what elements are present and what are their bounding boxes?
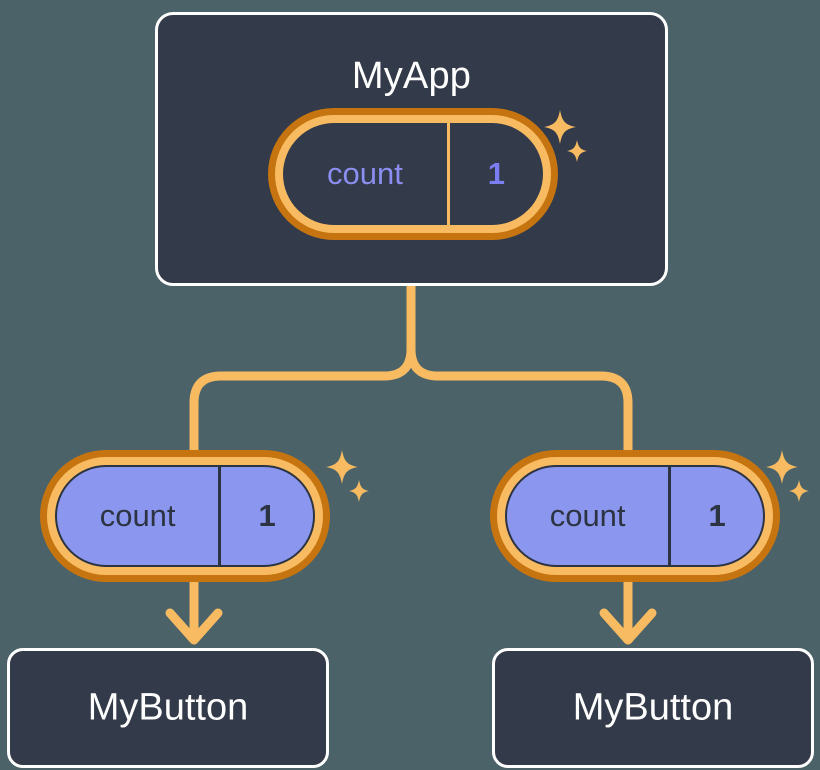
state-pill-key-label: count — [326, 156, 403, 191]
card-title-myapp: MyApp — [351, 55, 472, 97]
state-pill-value-label: 1 — [708, 498, 726, 533]
state-pill-right[interactable]: count 1 — [490, 450, 780, 582]
card-title-mybutton-right: MyButton — [572, 686, 734, 729]
arrow-head-left — [165, 608, 223, 645]
wire-root-to-right-state — [406, 281, 633, 467]
state-pill-body: count 1 — [505, 465, 765, 567]
state-pill-value-label: 1 — [258, 498, 276, 533]
arrow-head-right — [599, 608, 657, 645]
component-card-mybutton-right[interactable]: MyButton — [492, 648, 814, 768]
state-pill-root[interactable]: count 1 — [268, 108, 558, 240]
state-pill-key-cell: count — [507, 467, 668, 565]
state-pill-key-cell: count — [57, 467, 218, 565]
state-pill-body: count 1 — [55, 465, 315, 567]
state-pill-key-cell: count — [283, 123, 447, 225]
state-pill-ring: count 1 — [47, 457, 323, 575]
sparkle-icon — [326, 450, 369, 502]
state-pill-value-label: 1 — [487, 156, 506, 191]
state-pill-value-cell: 1 — [668, 467, 763, 565]
state-pill-value-cell: 1 — [446, 123, 543, 225]
state-pill-key-label: count — [99, 498, 176, 533]
state-pill-key-label: count — [549, 498, 626, 533]
component-card-mybutton-left[interactable]: MyButton — [7, 648, 329, 768]
state-pill-body: count 1 — [283, 123, 543, 225]
state-pill-ring: count 1 — [497, 457, 773, 575]
state-pill-ring: count 1 — [275, 115, 551, 233]
wire-root-to-left-state — [189, 281, 416, 467]
card-title-mybutton-left: MyButton — [87, 686, 249, 729]
state-pill-value-cell: 1 — [218, 467, 313, 565]
state-pill-left[interactable]: count 1 — [40, 450, 330, 582]
